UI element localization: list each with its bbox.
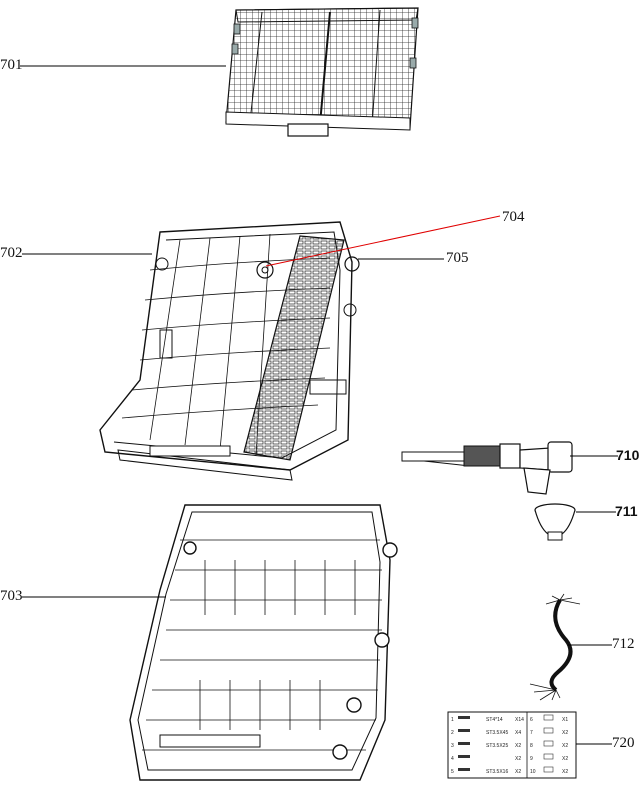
- kit-item-spec: ST3.5X25: [486, 743, 508, 749]
- kit-item-number: 1: [451, 717, 454, 723]
- accessory-icon: [543, 740, 554, 747]
- callout-702: 702: [0, 245, 23, 261]
- callout-711: 711: [615, 503, 638, 519]
- kit-item-number: 5: [451, 769, 454, 775]
- kit-item-qty: X2: [515, 769, 521, 775]
- lower-basket-drawing: [129, 504, 398, 781]
- callout-712: 712: [612, 636, 635, 652]
- callout-703: 703: [0, 588, 23, 604]
- accessory-icon: [543, 766, 554, 773]
- screw-icon: [458, 729, 470, 732]
- kit-item-number: 4: [451, 756, 454, 762]
- kit-item-qty: X14: [515, 717, 524, 723]
- kit-item-spec: ST4*14: [486, 717, 503, 723]
- kit-item-number: 8: [530, 743, 533, 749]
- kit-item-qty: X2: [515, 756, 521, 762]
- wire-harness-drawing: [529, 593, 581, 701]
- callout-720: 720: [612, 735, 635, 751]
- callout-710: 710: [616, 447, 639, 463]
- screw-icon: [458, 755, 470, 758]
- leader-704: [265, 215, 501, 267]
- screw-icon: [458, 716, 470, 719]
- kit-item-number: 9: [530, 756, 533, 762]
- kit-item-number: 3: [451, 743, 454, 749]
- accessory-icon: [543, 753, 554, 760]
- kit-item-number: 2: [451, 730, 454, 736]
- kit-item-qty: X2: [562, 743, 568, 749]
- water-inlet-hose-drawing: [401, 441, 573, 495]
- screw-icon: [458, 768, 470, 771]
- screw-icon: [458, 742, 470, 745]
- kit-item-qty: X1: [562, 717, 568, 723]
- cutlery-tray-drawing: [225, 7, 419, 137]
- kit-item-qty: X4: [515, 730, 521, 736]
- callout-701: 701: [0, 57, 23, 73]
- kit-item-qty: X2: [562, 756, 568, 762]
- kit-item-spec: ST3.5X45: [486, 730, 508, 736]
- leader-lines: [20, 65, 618, 745]
- kit-item-number: 10: [530, 769, 536, 775]
- knob-cap-drawing: [534, 503, 576, 541]
- kit-item-number: 7: [530, 730, 533, 736]
- kit-item-qty: X2: [515, 743, 521, 749]
- kit-item-qty: X2: [562, 769, 568, 775]
- kit-item-spec: ST3.5X16: [486, 769, 508, 775]
- upper-basket-drawing: [99, 221, 360, 481]
- callout-705: 705: [446, 250, 469, 266]
- callout-704: 704: [502, 209, 525, 225]
- accessory-icon: [543, 714, 554, 721]
- kit-item-qty: X2: [562, 730, 568, 736]
- accessory-icon: [543, 727, 554, 734]
- kit-item-number: 6: [530, 717, 533, 723]
